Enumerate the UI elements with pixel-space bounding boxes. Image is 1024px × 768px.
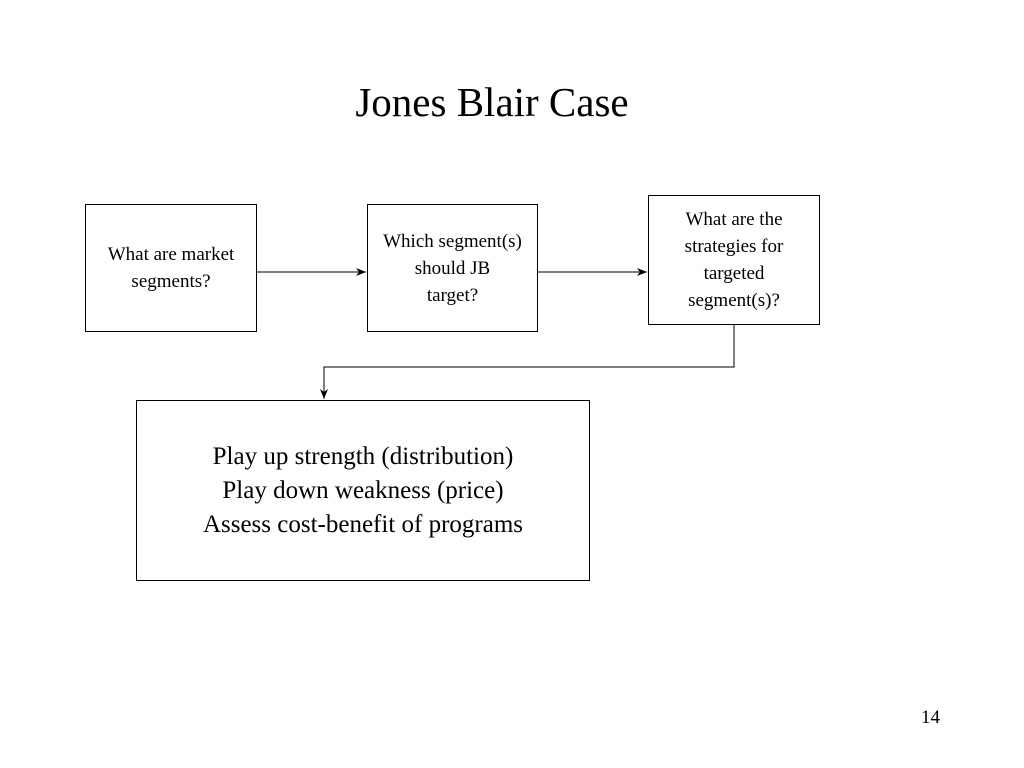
actions-text: Play up strength (distribution) Play dow… bbox=[202, 442, 524, 538]
slide-title: Jones Blair Case bbox=[355, 79, 629, 125]
target-segments-text: Which segment(s) should JB target? bbox=[383, 230, 522, 306]
market-segments-box: What are market segments? bbox=[85, 204, 257, 332]
market-segments-text: What are market segments? bbox=[107, 244, 235, 292]
strategies-text: What are the strategies for targeted seg… bbox=[684, 209, 784, 311]
target-segments-box: Which segment(s) should JB target? bbox=[367, 204, 538, 332]
page-number: 14 bbox=[921, 707, 940, 728]
strategies-box: What are the strategies for targeted seg… bbox=[648, 195, 820, 325]
actions-box: Play up strength (distribution) Play dow… bbox=[136, 400, 590, 581]
arrow-strategies-to-actions bbox=[320, 325, 735, 399]
